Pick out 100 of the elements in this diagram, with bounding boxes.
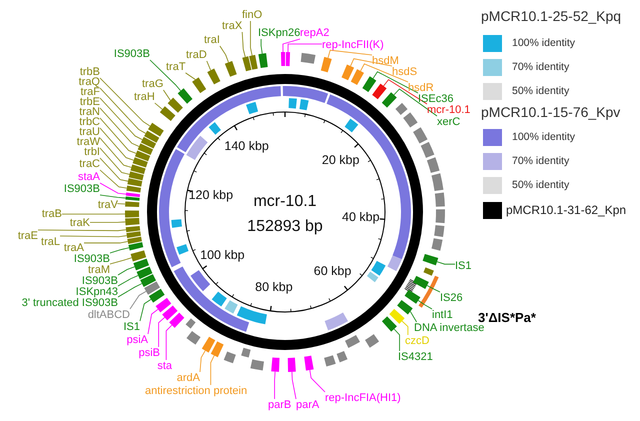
legend-label: 70% identity <box>512 154 570 167</box>
gene-arc <box>422 254 438 266</box>
leader-line <box>118 266 136 276</box>
scale-label: 80 kbp <box>255 280 293 294</box>
leader-line <box>118 275 139 286</box>
gene-label: xerC <box>437 116 460 128</box>
gene-label: traQ <box>78 76 100 88</box>
gene-arc <box>126 231 141 238</box>
gene-arc <box>250 359 264 370</box>
leader-line <box>100 118 136 154</box>
gene-arc <box>130 164 146 174</box>
gene-label: finO <box>242 9 262 21</box>
gene-label: rep-IncFII(K) <box>322 39 384 51</box>
leader-line <box>100 182 126 195</box>
scale-label: 140 kbp <box>224 139 269 154</box>
gene-arc <box>397 300 413 314</box>
gene-label: IS903B <box>74 253 110 265</box>
gene-arc <box>434 192 445 207</box>
gene-arc <box>420 142 434 158</box>
gene-arc <box>186 331 201 345</box>
gene-label: traV <box>98 199 118 211</box>
gene-arc <box>126 186 141 193</box>
gene-label: hsdS <box>392 66 418 78</box>
gene-arc <box>148 288 165 303</box>
gene-label: traG <box>142 78 164 90</box>
gene-arc <box>432 238 443 251</box>
gene-label: dltABCD <box>88 309 130 321</box>
leader-line <box>130 290 146 310</box>
leader-line <box>260 38 263 54</box>
gene-arc <box>382 316 397 332</box>
gene-label: traB <box>42 208 62 220</box>
gene-arc <box>241 348 251 358</box>
leader-line <box>100 158 128 182</box>
gene-label: IS26 <box>440 292 463 304</box>
leader-line <box>118 283 142 298</box>
gene-label: IS903B <box>114 48 150 60</box>
gene-arc <box>132 157 148 168</box>
gene-arc <box>249 54 258 70</box>
gene-arc <box>224 352 236 364</box>
leader-line <box>242 32 246 58</box>
leader-line <box>100 78 150 126</box>
scale-label: 100 kbp <box>200 248 245 262</box>
leader-line <box>38 229 126 232</box>
scale-label: 40 kbp <box>342 210 380 224</box>
leader-line <box>158 317 166 348</box>
gene-arc <box>130 250 146 262</box>
gene-arc <box>126 226 140 232</box>
gene-label: IS4321 <box>398 351 433 363</box>
gene-arc <box>280 52 286 66</box>
gene-arc <box>403 112 418 128</box>
gene-label: traK <box>70 217 90 229</box>
gene-arc <box>350 69 364 86</box>
gene-arc <box>148 122 164 137</box>
gene-label: traT <box>166 61 186 73</box>
gene-label: traH <box>134 91 155 103</box>
gene-arc <box>125 218 140 226</box>
gene-arc <box>300 52 316 64</box>
legend-label: pMCR10.1-31-62_Kpn <box>506 203 626 218</box>
gene-label: trbI <box>84 146 100 158</box>
leader-line <box>410 311 417 322</box>
plasmid-size: 152893 bp <box>247 218 323 236</box>
leader-line <box>100 88 146 134</box>
legend-heading: pMCR10.1-15-76_Kpv <box>481 104 620 120</box>
gene-label: ISKpn26 <box>258 27 300 39</box>
leader-line <box>394 328 400 352</box>
gene-arc <box>436 209 445 224</box>
plasmid-name: mcr-10.1 <box>253 192 317 211</box>
gene-label: psiA <box>126 334 148 346</box>
leader-line <box>282 38 300 52</box>
gene-arc <box>389 308 405 324</box>
gene-arc <box>304 356 314 371</box>
gene-arc <box>324 355 336 367</box>
element-label: 3'ΔIS*Pa* <box>478 310 536 325</box>
gene-label: IS903B <box>82 275 118 287</box>
leader-line <box>100 138 132 168</box>
gene-label: traM <box>88 264 110 276</box>
legend-heading: pMCR10.1-25-52_Kpq <box>481 8 622 24</box>
leader-line <box>100 148 130 175</box>
legend-label: 50% identity <box>512 178 570 191</box>
gene-label: repA2 <box>300 27 330 39</box>
gene-arc <box>156 298 172 312</box>
gene-arc <box>125 201 140 208</box>
gene-arc <box>136 266 152 280</box>
gene-arc <box>413 276 429 289</box>
gene-label: DNA invertase <box>414 322 484 334</box>
leader-line <box>200 350 206 372</box>
gene-label: hsdM <box>372 55 399 67</box>
gene-arc <box>345 334 360 348</box>
gene-arc <box>362 76 376 92</box>
gene-arc <box>140 136 156 149</box>
leader-line <box>163 90 171 101</box>
gene-label: IS1 <box>455 260 472 272</box>
gene-label: traA <box>64 242 84 254</box>
gene-arc <box>133 258 150 270</box>
gene-label: parA <box>296 399 320 411</box>
gene-arc <box>127 178 142 187</box>
leader-line <box>292 371 296 400</box>
leader-line <box>383 79 428 104</box>
gene-label: mcr-10.1 <box>427 104 470 116</box>
leader-line <box>84 241 128 244</box>
